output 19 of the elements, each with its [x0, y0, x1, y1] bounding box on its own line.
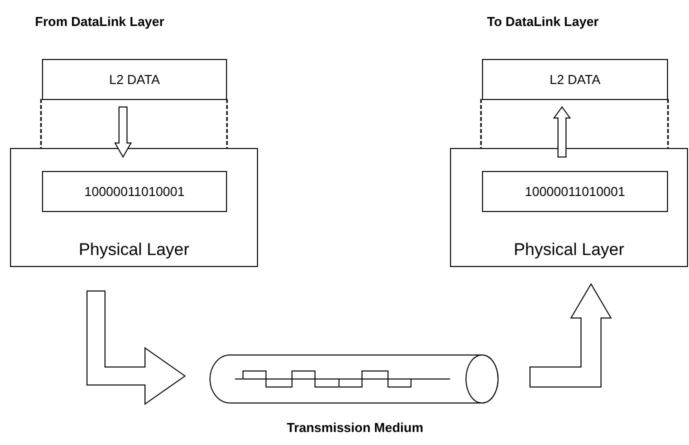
data-label: L2 DATA [109, 72, 160, 88]
arrow [530, 283, 612, 388]
data-box [482, 59, 668, 100]
arrow [114, 106, 132, 158]
data-box [42, 59, 227, 100]
arrow [553, 106, 571, 158]
data-label: 10000011010001 [84, 184, 185, 200]
layer-label: Physical Layer [78, 240, 190, 260]
medium-label: Transmission Medium [286, 420, 424, 436]
bits-box [42, 171, 227, 212]
layer-box [10, 148, 258, 267]
layer-box [450, 148, 688, 267]
data-label: 10000011010001 [524, 184, 626, 200]
data-label: L2 DATA [550, 72, 600, 88]
layer-heading: From DataLink Layer [35, 14, 164, 29]
layer-label: Physical Layer [514, 240, 624, 260]
arrow [86, 290, 186, 405]
layer-heading: To DataLink Layer [487, 14, 599, 29]
bits-box [482, 171, 668, 212]
